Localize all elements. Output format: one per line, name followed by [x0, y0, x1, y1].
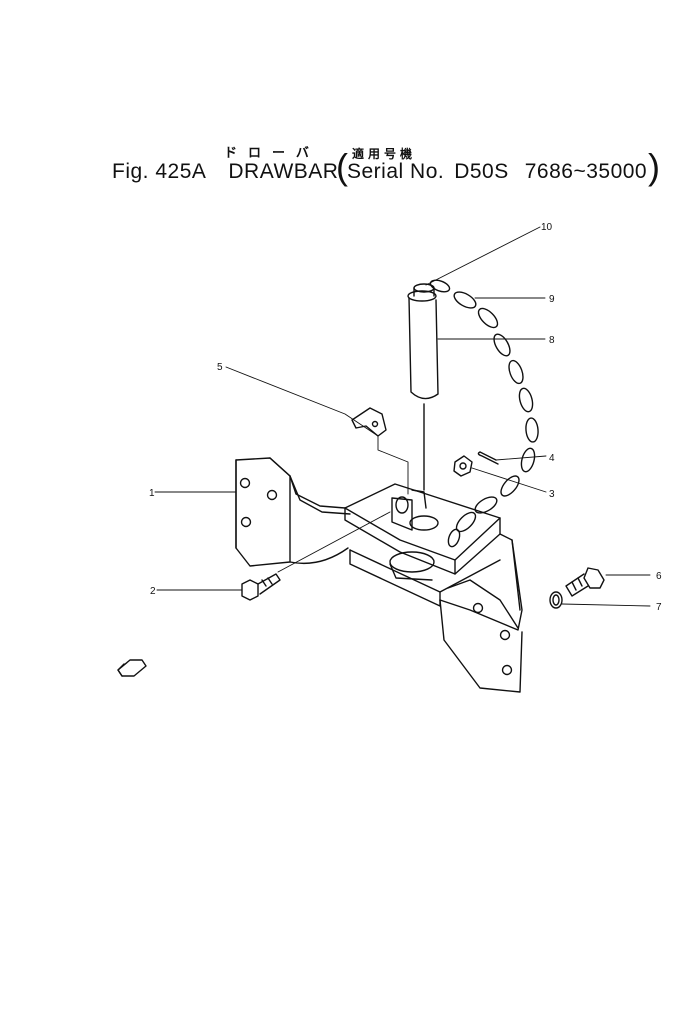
callout-5: 5 — [217, 362, 223, 373]
bolt-part-2 — [241, 573, 281, 601]
callout-4: 4 — [549, 453, 555, 464]
leader-lines — [154, 226, 651, 607]
figure-title: Fig. 425A DRAWBAR ( Serial No. D50S 7686~35… — [112, 146, 660, 187]
title-japanese: ドローバ — [224, 146, 320, 161]
subtitle-japanese: 適用号機 — [352, 147, 417, 161]
pin-part — [407, 283, 439, 491]
paren-close: ) — [648, 146, 661, 187]
serial-info: Serial No. D50S 7686~35000 — [347, 160, 647, 184]
clip-part — [351, 407, 387, 437]
callout-10: 10 — [541, 222, 553, 233]
cotter-pin-part — [477, 451, 499, 465]
washer-part — [549, 591, 563, 609]
callout-9: 9 — [549, 294, 555, 305]
callout-6: 6 — [656, 571, 662, 582]
part-name: DRAWBAR — [228, 160, 339, 183]
figure-number: Fig. 425A — [112, 160, 207, 183]
callout-3: 3 — [549, 489, 555, 500]
paren-open: ( — [336, 146, 349, 187]
model-number: D50S — [454, 160, 509, 183]
bracket-part — [235, 457, 523, 693]
callout-8: 8 — [549, 335, 555, 346]
callout-7: 7 — [656, 602, 662, 613]
bolt-part-6 — [565, 567, 605, 597]
callout-1: 1 — [149, 488, 155, 499]
nut-part — [453, 455, 473, 477]
serial-label: Serial No. — [347, 160, 445, 183]
callout-2: 2 — [150, 586, 156, 597]
front-arrow-icon — [117, 659, 147, 677]
chain-part — [429, 279, 539, 548]
serial-range: 7686~35000 — [524, 160, 648, 183]
